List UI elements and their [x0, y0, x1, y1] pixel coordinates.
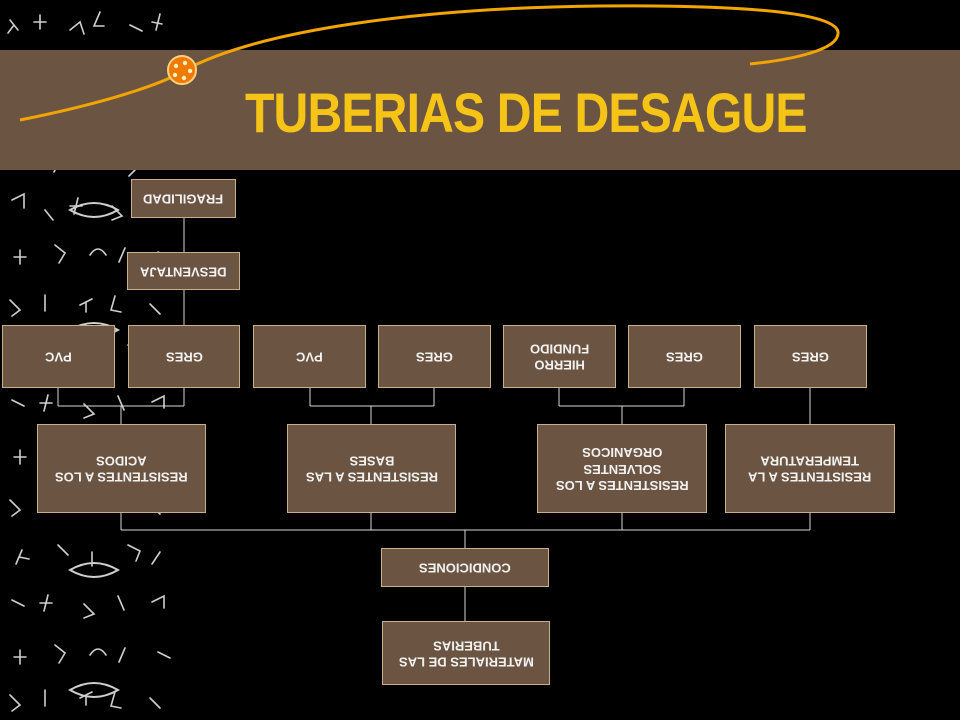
fragilidad-box: FRAGILIDAD [131, 179, 236, 218]
material-label: GRES [792, 349, 829, 365]
root-materiales-box: MATERIALES DE LAS TUBERIAS [382, 621, 550, 685]
desventaja-box: DESVENTAJA [127, 252, 240, 290]
root-materiales-label: MATERIALES DE LAS TUBERIAS [398, 638, 534, 670]
condiciones-label: CONDICIONES [419, 560, 511, 576]
solventes-label: RESISTENTES A LOS SOLVENTES ORGANICOS [555, 445, 689, 493]
material-label: HIERRO FUNDIDO [529, 341, 590, 373]
material-pvc-box: PVC [2, 325, 115, 388]
material-gres-box: GRES [128, 325, 240, 388]
bases-label: RESISTENTES A LAS BASES [305, 453, 438, 485]
fragilidad-label: FRAGILIDAD [143, 191, 224, 207]
temperatura-box: RESISTENTES A LA TEMPERATURA [725, 424, 895, 513]
title-band [0, 50, 960, 170]
material-label: PVC [45, 349, 72, 365]
acidos-box: RESISTENTES A LOS ACIDOS [37, 424, 206, 513]
material-label: PVC [296, 349, 323, 365]
material-gres-box: GRES [378, 325, 491, 388]
material-pvc-box: PVC [253, 325, 366, 388]
material-gres-box: GRES [754, 325, 867, 388]
material-label: GRES [416, 349, 453, 365]
solventes-box: RESISTENTES A LOS SOLVENTES ORGANICOS [537, 424, 707, 513]
material-label: GRES [165, 349, 203, 365]
bases-box: RESISTENTES A LAS BASES [287, 424, 456, 513]
desventaja-label: DESVENTAJA [140, 264, 227, 280]
material-gres-box: GRES [628, 325, 741, 388]
condiciones-box: CONDICIONES [381, 548, 549, 587]
acidos-label: RESISTENTES A LOS ACIDOS [55, 453, 188, 485]
material-label: GRES [666, 349, 703, 365]
material-hierro-fundido-box: HIERRO FUNDIDO [503, 325, 616, 388]
slide-title: TUBERIAS DE DESAGUE [245, 81, 808, 144]
temperatura-label: RESISTENTES A LA TEMPERATURA [748, 453, 872, 485]
